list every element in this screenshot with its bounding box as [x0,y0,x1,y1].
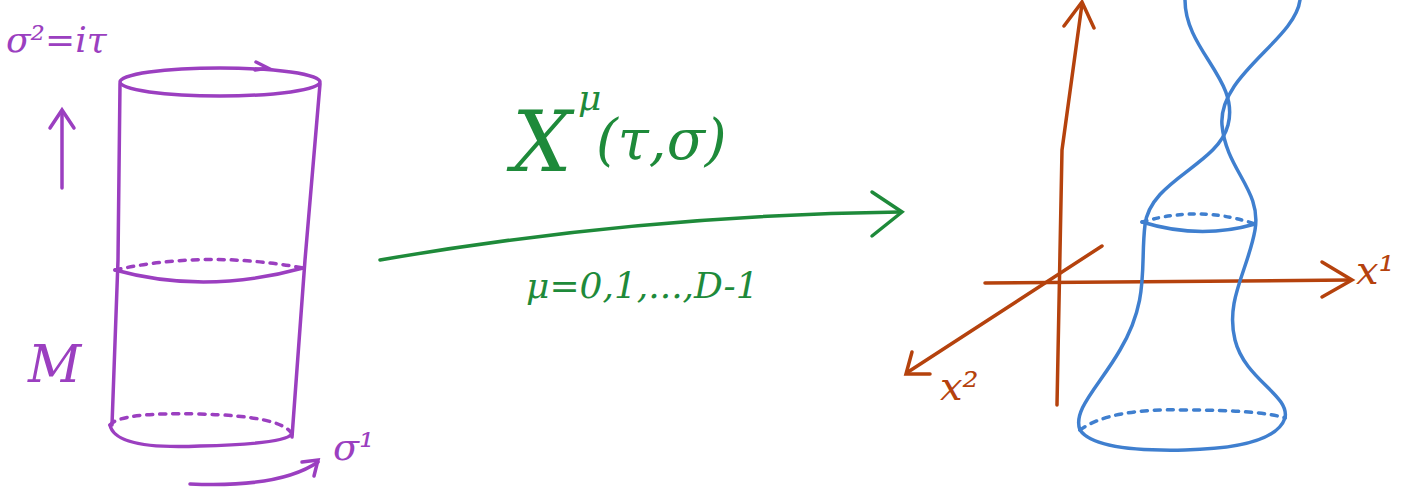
worldsheet-space-label: σ¹ [333,428,374,466]
worldsheet-cylinder [110,62,320,447]
embedding-symbol: X [512,100,572,184]
time-arrow [50,110,74,188]
index-range: μ=0,1,...,D-1 [526,268,759,304]
embedding-arrow [380,192,902,260]
axis-label: x² [940,366,979,406]
worldsheet-time-label: σ²=iτ [6,22,107,58]
spacetime-axes [906,2,1352,405]
space-arrow [190,460,318,485]
embedding-index: μ [578,80,601,116]
axis-label: x¹ [1356,250,1395,290]
embedded-worldsheet [1079,0,1300,450]
embedding-arguments: (τ,σ) [596,112,727,168]
worldsheet-name: M [28,338,81,390]
